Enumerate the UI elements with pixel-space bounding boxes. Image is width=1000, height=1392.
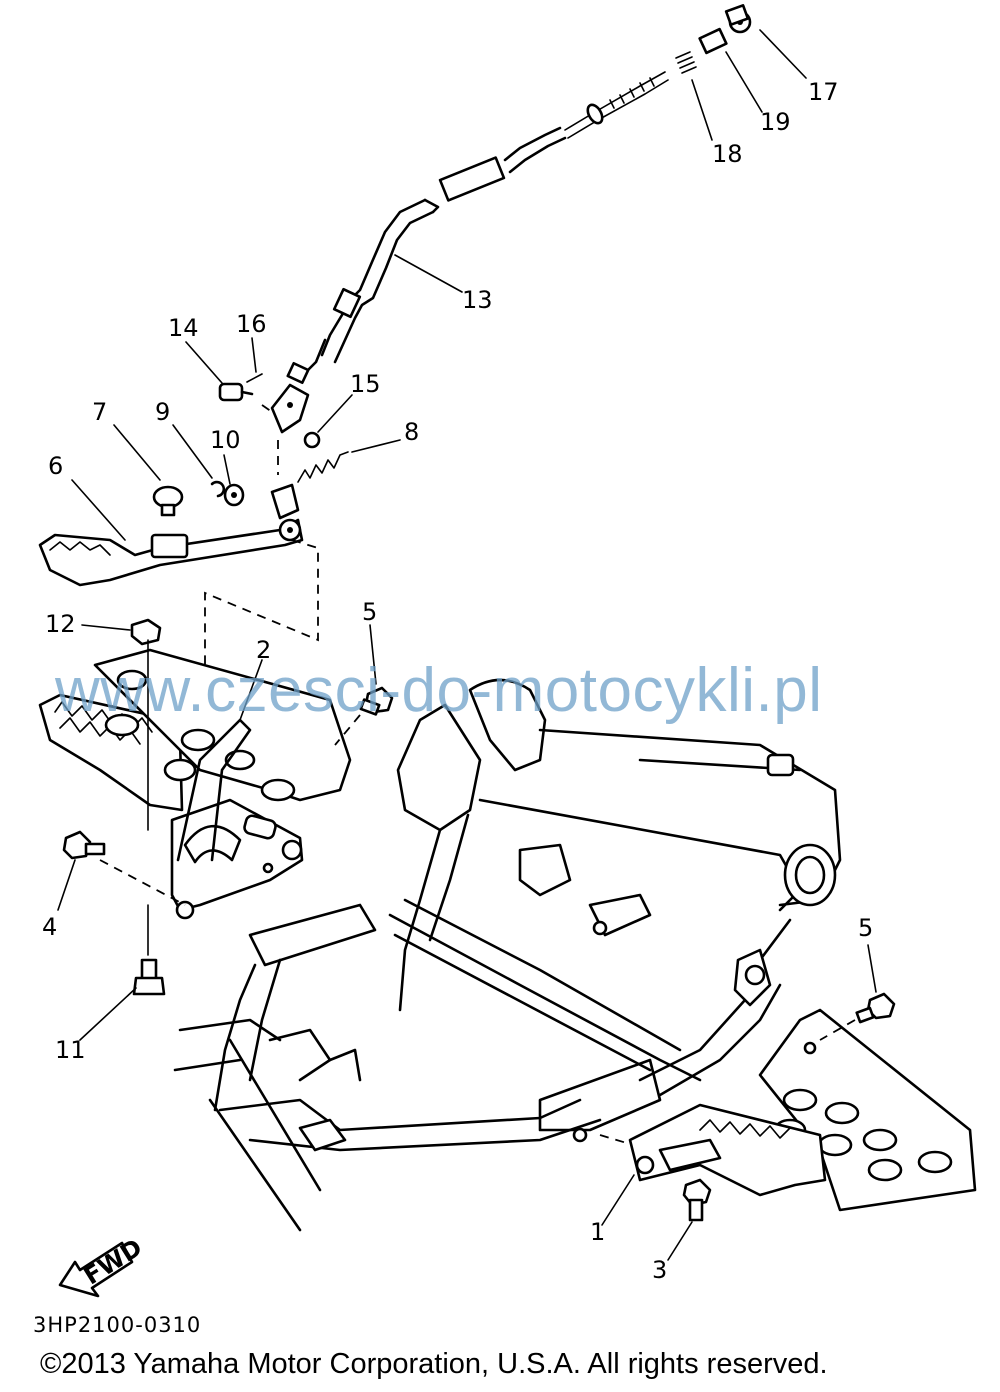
- fwd-arrow-icon: FWD: [58, 1233, 147, 1298]
- left-footrest: [38, 648, 352, 920]
- brake-cable: [286, 4, 752, 385]
- callout-11: 11: [55, 1036, 86, 1064]
- callout-14: 14: [168, 314, 199, 342]
- right-footrest: [628, 992, 977, 1222]
- callout-9: 9: [155, 398, 170, 426]
- callout-5a: 5: [362, 598, 377, 626]
- callout-8: 8: [404, 418, 419, 446]
- copyright-notice: ©2013 Yamaha Motor Corporation, U.S.A. A…: [40, 1348, 828, 1380]
- callout-19: 19: [760, 108, 791, 136]
- drawing-code: 3HP2100-0310: [33, 1313, 202, 1337]
- callout-15-16: 16: [236, 310, 267, 338]
- callout-3: 3: [652, 1256, 667, 1284]
- callout-numbers: 1 2 3 4 5 5 6 7 8 9 10 11 12 13 14 16 15…: [42, 78, 873, 1284]
- callout-12: 12: [45, 610, 76, 638]
- frame: [173, 678, 842, 1232]
- callout-7: 7: [92, 398, 107, 426]
- brake-pedal: [38, 480, 319, 740]
- fwd-label: FWD: [79, 1233, 147, 1290]
- callout-10: 10: [210, 426, 241, 454]
- leader-lines: [57, 29, 877, 1261]
- callout-2: 2: [256, 636, 271, 664]
- fasteners: [62, 618, 394, 996]
- callout-17: 17: [808, 78, 839, 106]
- callout-4: 4: [42, 913, 57, 941]
- callout-13: 13: [462, 286, 493, 314]
- callout-5b: 5: [858, 914, 873, 942]
- callout-15: 15: [350, 370, 381, 398]
- pedal-linkage: [218, 373, 349, 483]
- callout-1: 1: [590, 1218, 605, 1246]
- callout-6: 6: [48, 452, 63, 480]
- callout-18: 18: [712, 140, 743, 168]
- watermark: www.czesci-do-motocykli.pl: [55, 656, 823, 725]
